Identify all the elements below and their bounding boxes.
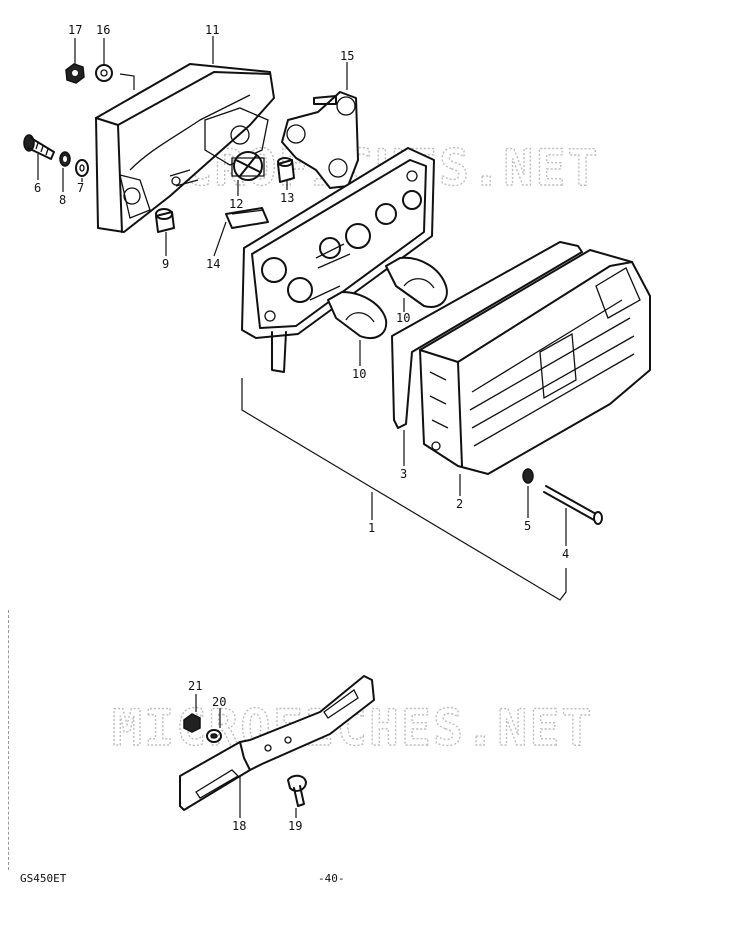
callout-14: 14 bbox=[206, 257, 220, 271]
license-bracket-part-18[interactable] bbox=[179, 675, 375, 811]
nut-part-17[interactable] bbox=[65, 63, 85, 84]
callout-1: 1 bbox=[368, 521, 375, 535]
washer-part-20[interactable] bbox=[206, 729, 222, 743]
nut-part-5[interactable] bbox=[522, 468, 534, 484]
margin-rule bbox=[8, 610, 9, 870]
lens-part-2[interactable] bbox=[419, 249, 651, 475]
spacer-part-9[interactable] bbox=[155, 208, 175, 233]
bolt-part-6[interactable] bbox=[23, 134, 55, 160]
nut-part-21[interactable] bbox=[183, 713, 201, 733]
callout-8: 8 bbox=[59, 193, 66, 207]
lock-washer-part-8[interactable] bbox=[59, 151, 71, 167]
callout-3: 3 bbox=[400, 467, 407, 481]
callout-11: 11 bbox=[205, 23, 219, 37]
clip-part-14[interactable] bbox=[225, 207, 269, 229]
callout-21: 21 bbox=[188, 679, 202, 693]
callout-4: 4 bbox=[562, 547, 569, 561]
screw-part-4[interactable] bbox=[543, 485, 603, 525]
leader-lines bbox=[37, 36, 567, 818]
socket-plate-assembly[interactable] bbox=[241, 147, 435, 373]
bracket-plate-part-15[interactable] bbox=[281, 91, 359, 189]
callout-13: 13 bbox=[280, 191, 294, 205]
page-number: -40- bbox=[318, 872, 345, 885]
callout-10-upper: 10 bbox=[396, 311, 410, 325]
callout-16: 16 bbox=[96, 23, 110, 37]
callout-labels: 17 16 11 15 6 8 7 12 13 9 14 10 10 3 2 1… bbox=[34, 23, 569, 833]
callout-7: 7 bbox=[77, 181, 84, 195]
gasket-part-3[interactable] bbox=[391, 241, 583, 429]
model-code: GS450ET bbox=[20, 872, 67, 885]
washer-part-16[interactable] bbox=[95, 64, 113, 82]
callout-6: 6 bbox=[34, 181, 41, 195]
callout-15: 15 bbox=[340, 49, 354, 63]
grommet-part-13[interactable] bbox=[277, 157, 295, 183]
callout-5: 5 bbox=[524, 519, 531, 533]
washer-part-7[interactable] bbox=[75, 159, 89, 177]
bolt-part-19[interactable] bbox=[287, 774, 307, 807]
callout-12: 12 bbox=[229, 197, 243, 211]
bulb-part-10-lower[interactable] bbox=[327, 291, 388, 339]
callout-17: 17 bbox=[68, 23, 82, 37]
bulb-part-10-upper[interactable] bbox=[385, 256, 448, 308]
callout-18: 18 bbox=[232, 819, 246, 833]
callout-2: 2 bbox=[456, 497, 463, 511]
callout-20: 20 bbox=[212, 695, 226, 709]
callout-10-lower: 10 bbox=[352, 367, 366, 381]
callout-19: 19 bbox=[288, 819, 302, 833]
rear-housing-part-11[interactable] bbox=[95, 63, 275, 233]
callout-9: 9 bbox=[162, 257, 169, 271]
socket-part-12[interactable] bbox=[231, 151, 265, 181]
